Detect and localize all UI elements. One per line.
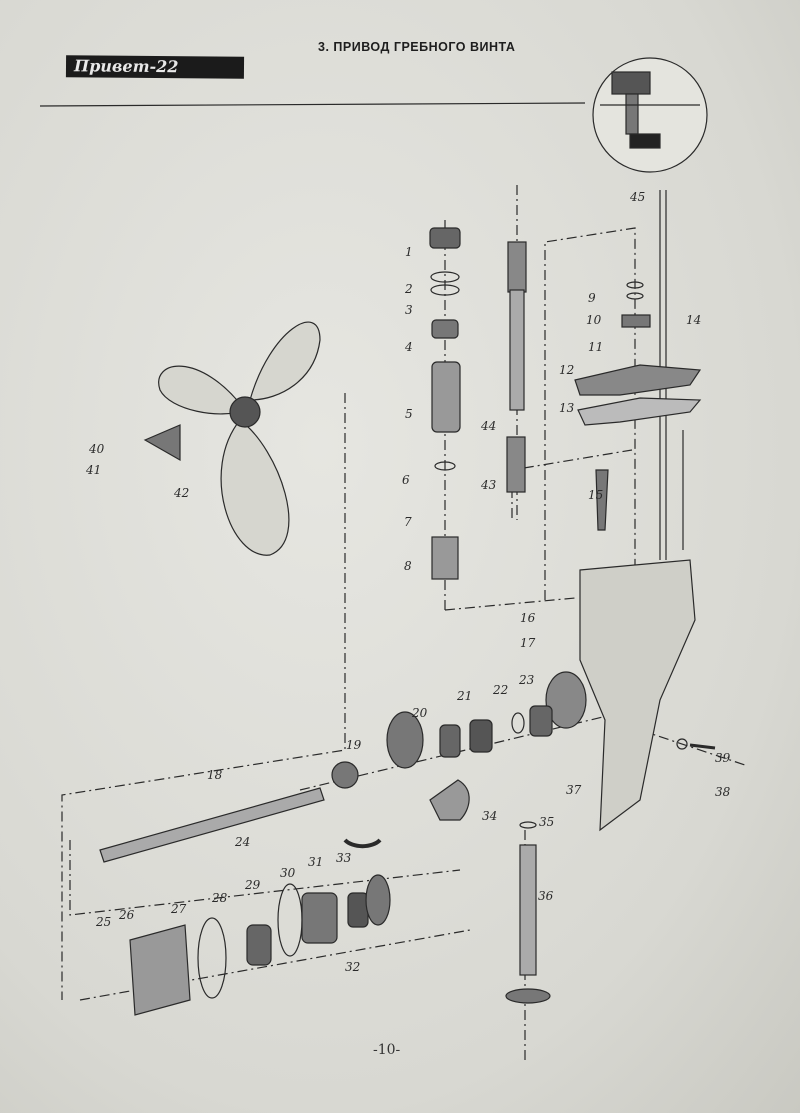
part-label-43: 43: [480, 478, 497, 492]
propeller: [143, 321, 321, 556]
outboard-motor-inset: [592, 57, 708, 173]
part-label-21: 21: [456, 689, 472, 703]
gearbox-housing: [545, 559, 696, 832]
part-label-30: 30: [280, 866, 296, 880]
part-label-29: 29: [244, 878, 261, 892]
part-label-31: 31: [308, 855, 323, 869]
part-label-15: 15: [588, 488, 603, 502]
page-title: 3. ПРИВОД ГРЕБНОГО ВИНТА: [318, 40, 516, 54]
part-label-38: 38: [715, 785, 731, 799]
part-label-7: 7: [404, 515, 412, 529]
part-label-39: 39: [715, 751, 731, 765]
part-label-10: 10: [586, 313, 602, 327]
part-label-9: 9: [588, 291, 596, 305]
part-label-45: 45: [629, 190, 645, 204]
part-label-19: 19: [346, 738, 362, 752]
part-label-5: 5: [405, 407, 413, 421]
part-label-26: 26: [118, 908, 135, 922]
part-label-41: 41: [85, 463, 101, 477]
part-label-35: 35: [539, 815, 554, 829]
part-label-44: 44: [480, 419, 496, 433]
part-label-18: 18: [207, 768, 223, 782]
part-label-6: 6: [402, 473, 410, 487]
part-label-11: 11: [588, 340, 603, 354]
part-label-14: 14: [686, 313, 701, 327]
part-label-8: 8: [404, 559, 412, 573]
part-label-27: 27: [170, 902, 187, 916]
part-label-20: 20: [411, 706, 428, 720]
part-label-32: 32: [345, 960, 360, 974]
part-label-42: 42: [173, 486, 189, 500]
shaft-and-gear-parts: [99, 705, 716, 1016]
part-label-24: 24: [234, 835, 250, 849]
part-label-1: 1: [405, 245, 413, 259]
part-label-28: 28: [211, 891, 228, 905]
header-rule: [39, 102, 586, 107]
part-label-25: 25: [95, 915, 111, 929]
part-label-13: 13: [559, 401, 575, 415]
vertical-column-parts: [429, 227, 702, 580]
part-label-40: 40: [88, 442, 105, 456]
part-label-33: 33: [336, 851, 352, 865]
part-label-2: 2: [404, 282, 413, 296]
part-label-17: 17: [520, 636, 536, 650]
part-label-23: 23: [518, 673, 535, 687]
part-label-4: 4: [404, 340, 413, 354]
part-label-34: 34: [482, 809, 497, 823]
part-label-36: 36: [538, 889, 554, 903]
part-label-3: 3: [405, 303, 413, 317]
part-label-22: 22: [492, 683, 508, 697]
part-label-16: 16: [520, 611, 536, 625]
page-number: -10-: [373, 1042, 401, 1058]
part-label-12: 12: [559, 363, 574, 377]
part-label-37: 37: [566, 783, 582, 797]
